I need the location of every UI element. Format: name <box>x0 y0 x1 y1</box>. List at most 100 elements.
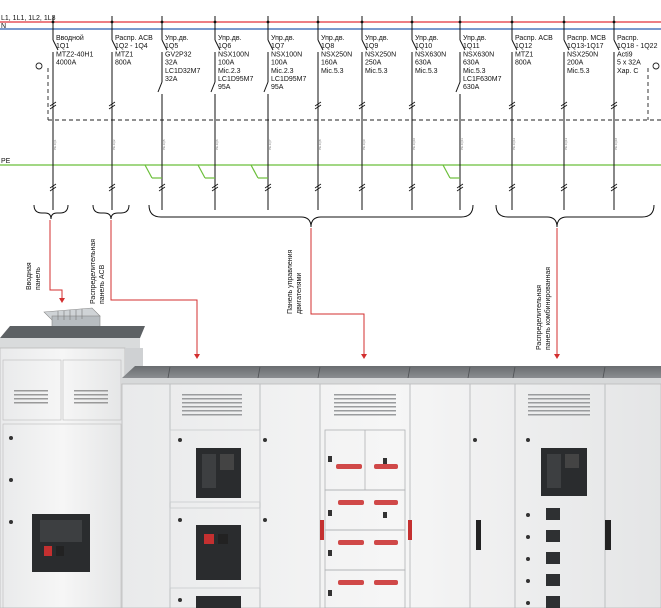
feeder-label-line: 4000A <box>56 60 77 67</box>
cable-codes: PE.1Q1 PE.1Q2 PE.1Q5 PE.1Q6 PE.1Q7 PE.1Q… <box>53 137 618 150</box>
feeder-label-line: 800A <box>515 60 532 67</box>
svg-text:Распределительная: Распределительная <box>536 285 543 350</box>
feeder-label-line: Упр.дв. <box>415 35 439 42</box>
feeder-label-line: Распр. ACB <box>515 35 553 42</box>
feeder-label-line: 160A <box>321 60 338 67</box>
feeder-label-line: 32A <box>165 76 178 83</box>
svg-text:PE.1Q12: PE.1Q12 <box>512 137 516 150</box>
feeder-label-line: NSX250N <box>321 51 352 58</box>
svg-text:PE.1Q10: PE.1Q10 <box>412 137 416 150</box>
feeder-label-line: NSX630N <box>463 51 494 58</box>
feeder-label-line: Упр.дв. <box>218 35 242 42</box>
svg-text:PE.1Q2: PE.1Q2 <box>112 139 116 150</box>
bus-n-label: N <box>1 23 6 30</box>
feeder-label-line: Распр. ACB <box>115 35 153 42</box>
panel-braces <box>33 204 655 228</box>
bus-pe-label: PE <box>1 158 11 165</box>
feeder-label-line: Упр.дв. <box>165 35 189 42</box>
feeder-label-line: 1Q18 - 1Q22 <box>617 43 658 50</box>
svg-text:PE.1Q5: PE.1Q5 <box>162 139 166 150</box>
feeder-label-line: 250A <box>365 60 382 67</box>
feeder-label-line: Упр.дв. <box>365 35 389 42</box>
panel-label-3: Панель управления двигателями <box>287 249 303 314</box>
feeder-label-line: 1Q12 <box>515 43 532 50</box>
feeder-label-line: MTZ2-40H1 <box>56 51 93 58</box>
feeder-label-line: NSX630N <box>415 51 446 58</box>
panel-label-1: Вводная панель <box>26 262 42 290</box>
feeder-label-line: 32A <box>165 60 178 67</box>
junction-dots <box>51 20 616 24</box>
svg-text:Распределительная: Распределительная <box>90 239 97 304</box>
feeder-label-line: Mic.2.3 <box>218 68 241 75</box>
feeder-label-line: Mic.5.3 <box>321 68 344 75</box>
cable-ticks <box>49 101 618 192</box>
svg-text:Панель управления: Панель управления <box>287 249 294 314</box>
feeder-label-line: Упр.дв. <box>321 35 345 42</box>
feeder-label-line: Mic.5.3 <box>567 68 590 75</box>
feeder-label-line: 1Q11 <box>463 43 480 50</box>
feeder-label-line: 95A <box>271 84 284 91</box>
left-terminal <box>35 62 43 70</box>
panel-label-2: Распределительная панель ACB <box>90 239 106 304</box>
bus-main-label: L1, 1L1, 1L2, 1L3 <box>1 15 56 22</box>
svg-text:Вводная: Вводная <box>26 262 33 290</box>
feeder-label-line: 630A <box>463 60 480 67</box>
pointer-lines <box>49 220 558 356</box>
feeder-label-line: 200A <box>567 60 584 67</box>
feeder-label-line: NSX250N <box>365 51 396 58</box>
feeder-label-line: 1Q10 <box>415 43 432 50</box>
svg-text:PE.1Q9: PE.1Q9 <box>362 139 366 150</box>
right-terminal <box>652 62 660 70</box>
feeder-label-line: MTZ1 <box>515 51 533 58</box>
feeder-label-line: 630A <box>463 84 480 91</box>
feeder-label-line: NSX250N <box>567 51 598 58</box>
feeder-label-line: Вводной <box>56 34 84 42</box>
feeder-label-line: NSX100N <box>271 51 302 58</box>
feeder-label-line: Mic.2.3 <box>271 68 294 75</box>
panel-label-4: Распределительная панель комбинированная <box>536 267 552 350</box>
feeder-label-line: GV2P32 <box>165 51 192 58</box>
feeder-label-line: 1Q9 <box>365 43 378 50</box>
feeder-label-line: Mic.5.3 <box>463 68 486 75</box>
svg-text:PE.1Q8: PE.1Q8 <box>318 139 322 150</box>
feeder-label-line: Mic.5.3 <box>415 68 438 75</box>
svg-text:панель: панель <box>35 267 42 290</box>
feeder-label-line: 1Q1 <box>56 43 69 50</box>
feeder-label-line: 100A <box>271 60 288 67</box>
feeder-label-line: 5 x 32A <box>617 60 641 67</box>
feeder-label-line: Acti9 <box>617 51 633 58</box>
svg-text:PE.1Q11: PE.1Q11 <box>460 138 464 150</box>
feeder-label-line: 800A <box>115 60 132 67</box>
feeder-label-line: Хар. C <box>617 68 638 75</box>
feeder-label-line: 630A <box>415 60 432 67</box>
feeder-label-line: MTZ1 <box>115 51 133 58</box>
feeder-label-line: Упр.дв. <box>463 35 487 42</box>
feeder-label-line: 1Q7 <box>271 43 284 50</box>
pointer-arrows <box>59 298 560 359</box>
feeder-label-line: 1Q6 <box>218 43 231 50</box>
feeder-label-line: NSX100N <box>218 51 249 58</box>
feeder-label-line: 1Q13-1Q17 <box>567 43 604 50</box>
feeder-label-line: 1Q8 <box>321 43 334 50</box>
switchboard-illustration <box>0 307 661 608</box>
feeder-label-line: LC1D95M7 <box>218 76 254 83</box>
svg-text:двигателями: двигателями <box>296 273 303 314</box>
enclosure-dashed <box>47 68 661 121</box>
feeder-label-line: Распр. <box>617 35 639 42</box>
svg-text:панель комбинированная: панель комбинированная <box>544 267 552 350</box>
svg-text:PE.1Q18: PE.1Q18 <box>614 137 618 150</box>
svg-text:PE.1Q6: PE.1Q6 <box>215 139 219 150</box>
feeder-label-line: LC1F630M7 <box>463 76 502 83</box>
